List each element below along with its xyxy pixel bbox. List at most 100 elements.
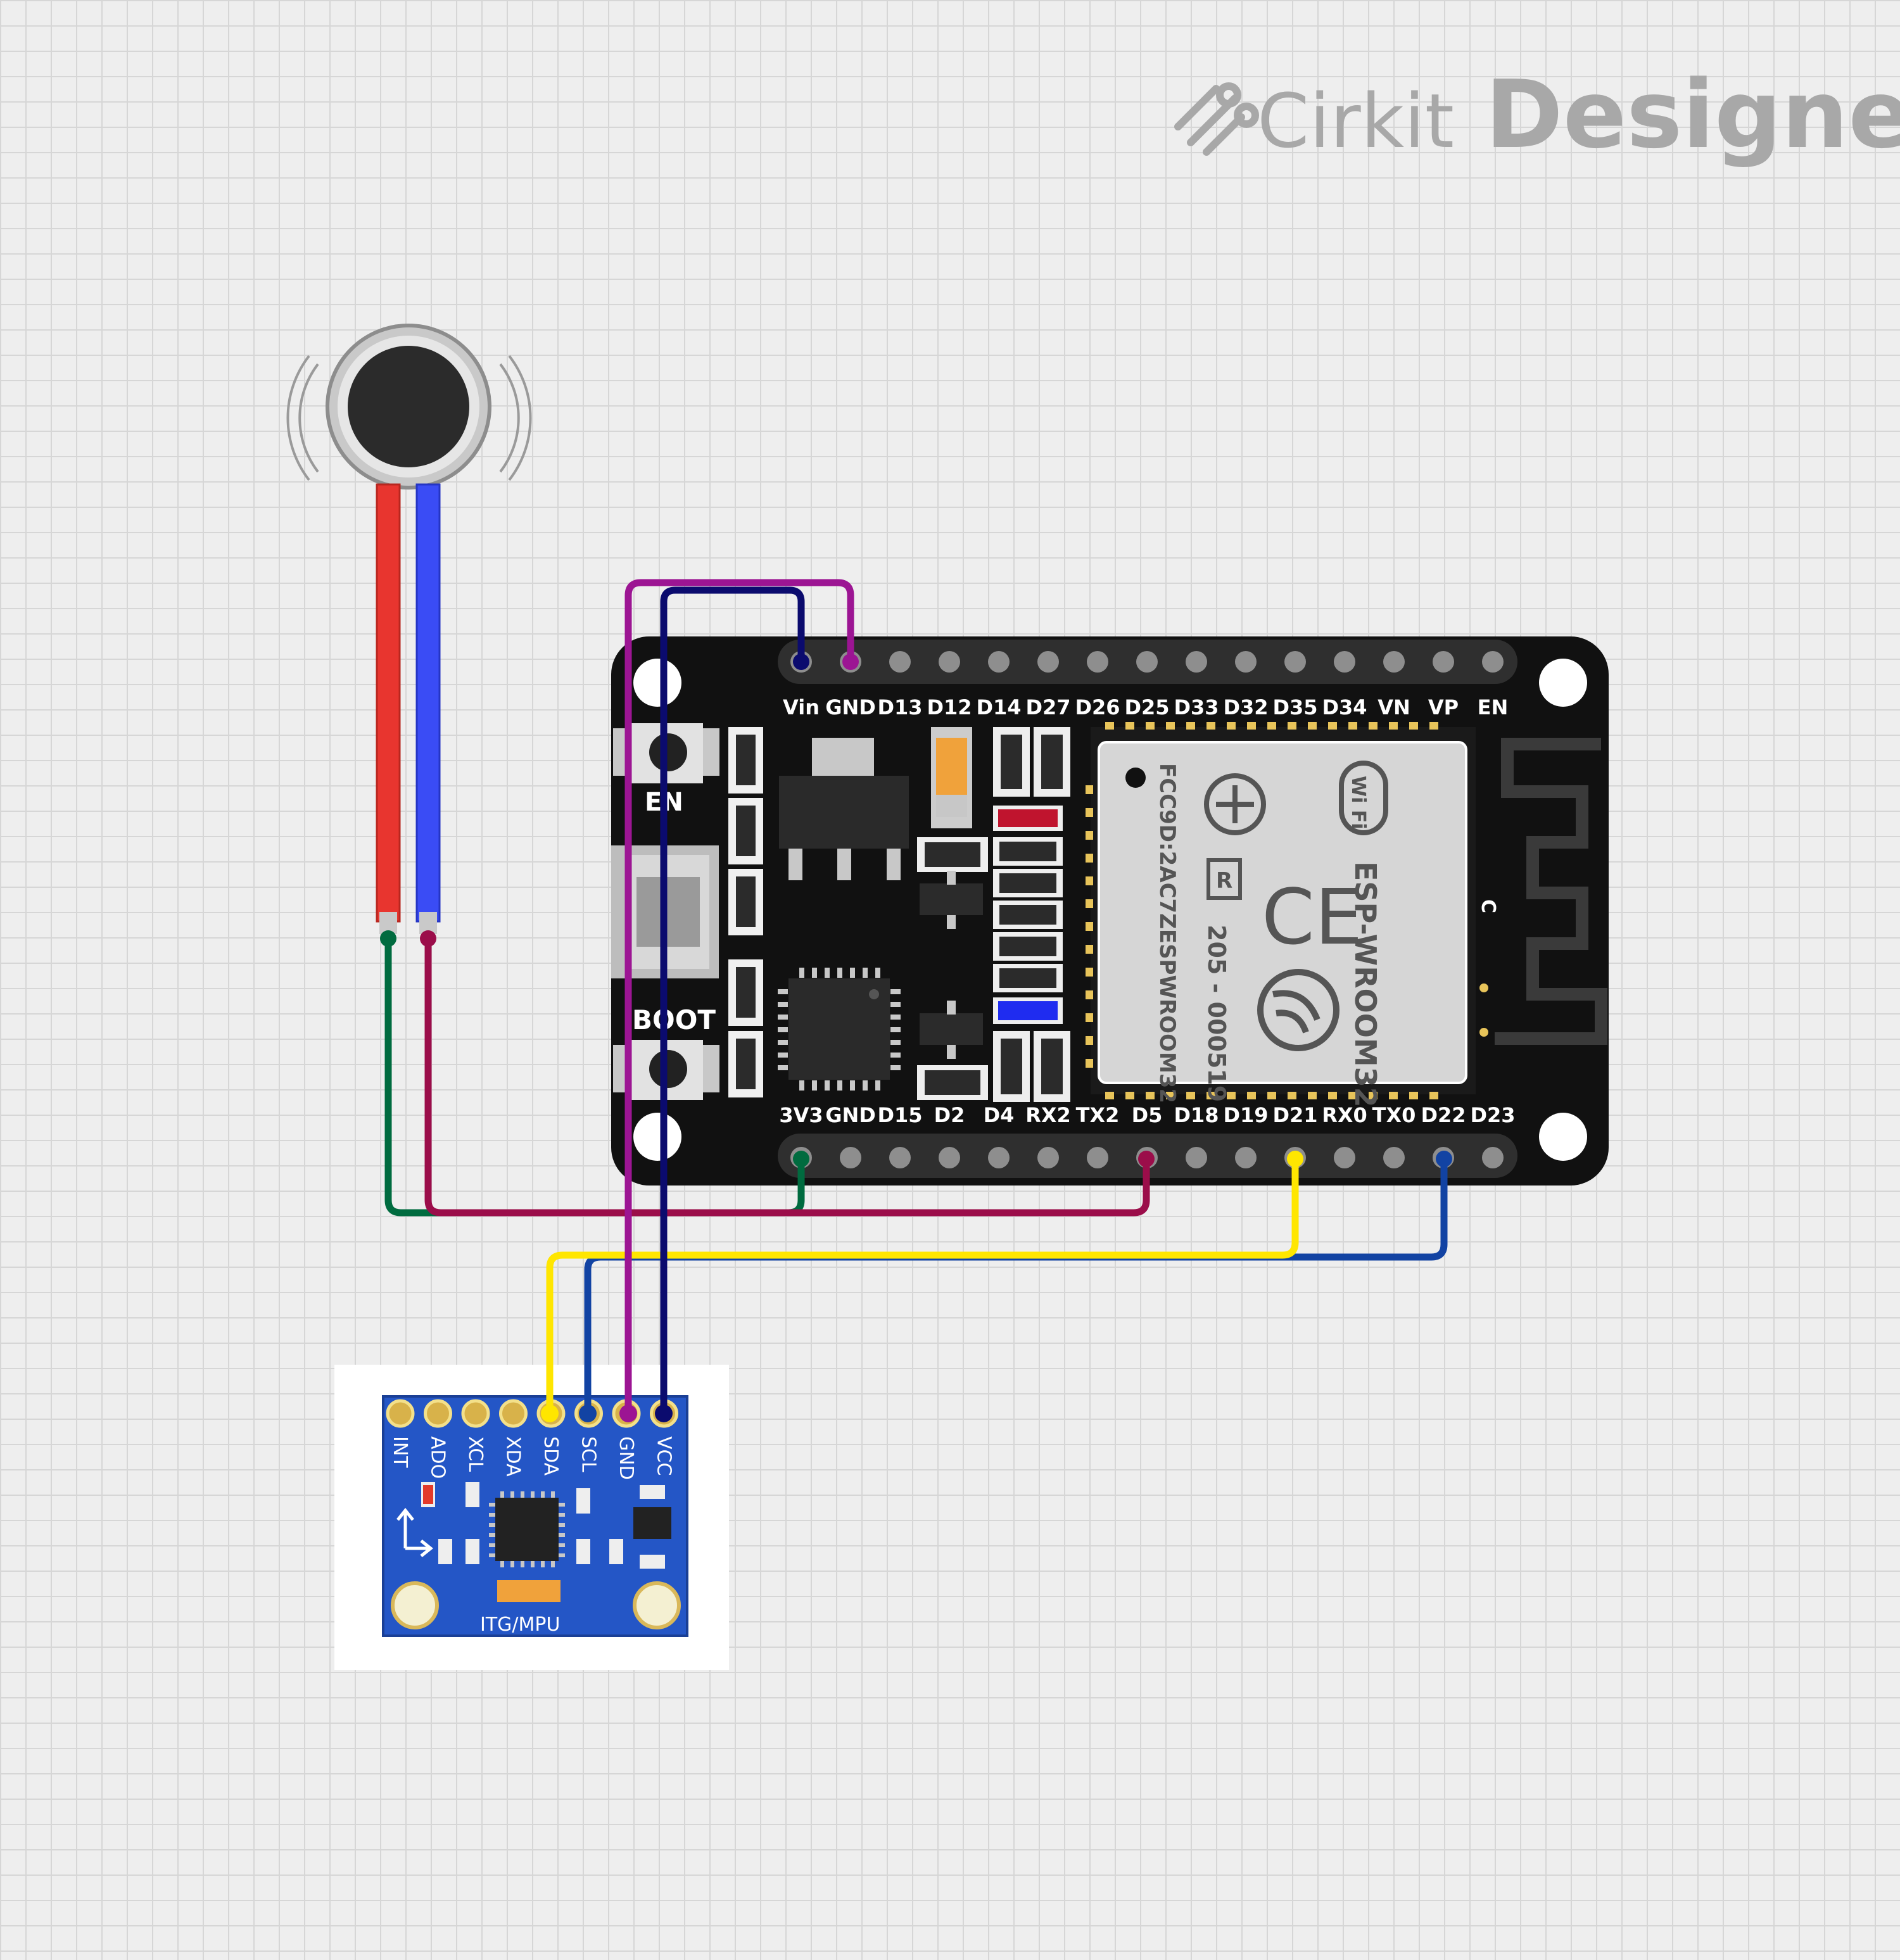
bottom-pin-d23[interactable] (1482, 1147, 1504, 1168)
antenna-mark: C (1477, 899, 1499, 913)
r-mark-icon: R (1206, 858, 1242, 900)
cirkit-logo: Cirkit Designer (1174, 60, 1900, 169)
top-pin-label: D14 (976, 695, 1021, 719)
wifi-logo-icon: Wi Fi (1339, 761, 1388, 835)
bottom-pin-gnd[interactable] (840, 1147, 861, 1168)
mpu-pin-ado[interactable] (424, 1399, 452, 1428)
mpu-pin-xda[interactable] (499, 1399, 528, 1428)
bottom-pin-d18[interactable] (1186, 1147, 1207, 1168)
wire-gnd-to-mpu-gnd[interactable] (624, 579, 854, 1416)
bottom-pin-label: D15 (877, 1103, 922, 1127)
top-pin-label: D13 (877, 695, 922, 719)
mpu-pin-labels: INT ADO XCL XDA SDA SCL GND VCC (389, 1436, 675, 1480)
top-pin-label: GND (825, 695, 876, 719)
motor-lead-blue (417, 484, 440, 921)
mpu-pin-xcl[interactable] (461, 1399, 490, 1428)
top-pin-label: EN (1478, 695, 1509, 719)
top-pin-d12[interactable] (939, 651, 960, 673)
mpu-board-label: ITG/MPU (480, 1614, 560, 1636)
top-pin-d14[interactable] (988, 651, 1010, 673)
top-pin-d35[interactable] (1284, 651, 1306, 673)
mpu-pin-label: XCL (464, 1436, 486, 1472)
mounting-hole (1539, 659, 1587, 707)
esp-wroom32-module: C ESP-WROOM32 FCC9D:2AC7ZESPWROOM32 205 … (1086, 722, 1607, 1108)
top-pin-label: D34 (1322, 695, 1367, 719)
espressif-logo-icon (1257, 969, 1340, 1051)
bottom-pin-label: TX2 (1076, 1103, 1120, 1127)
vibration-motor[interactable] (286, 324, 532, 934)
bottom-pin-label: GND (825, 1103, 876, 1127)
bottom-pin-label: RX2 (1025, 1103, 1071, 1127)
mpu-pin-label: GND (615, 1436, 637, 1480)
bottom-pin-d2[interactable] (939, 1147, 960, 1168)
top-pin-label: D26 (1075, 695, 1120, 719)
ce-mark-icon: CE (1262, 874, 1363, 962)
wire-d21-to-sda[interactable] (546, 1155, 1299, 1415)
mpu-pin-int[interactable] (386, 1399, 415, 1428)
r-mark-text: R (1216, 868, 1232, 894)
top-pin-vp[interactable] (1433, 651, 1454, 673)
bottom-pin-label: D21 (1272, 1103, 1317, 1127)
module-fcc: FCC9D:2AC7ZESPWROOM32 (1155, 763, 1180, 1103)
vibration-lines-icon (286, 355, 532, 481)
wire-motor-to-d5[interactable] (424, 935, 1150, 1217)
motor-lead-red (377, 484, 400, 921)
top-pin-vn[interactable] (1383, 651, 1405, 673)
bottom-pin-d15[interactable] (889, 1147, 911, 1168)
voltage-regulator (779, 738, 909, 880)
bottom-pin-tx0[interactable] (1383, 1147, 1405, 1168)
mpu-pin-label: SCL (578, 1436, 600, 1472)
mpu-pin-label: XDA (502, 1436, 524, 1477)
wire-vin-to-mpu-vcc[interactable] (660, 586, 805, 1416)
bottom-pin-d19[interactable] (1235, 1147, 1257, 1168)
bottom-pin-d4[interactable] (988, 1147, 1010, 1168)
top-pin-label: VP (1428, 695, 1459, 719)
wire-endpoints (380, 654, 1452, 1422)
top-pin-label: D27 (1025, 695, 1070, 719)
pcb-antenna (1495, 738, 1607, 1045)
top-pin-d33[interactable] (1186, 651, 1207, 673)
top-pin-d26[interactable] (1087, 651, 1108, 673)
ce-mark-text: CE (1262, 874, 1363, 962)
mpu-pin-label: VCC (653, 1436, 675, 1476)
top-pin-label: D12 (927, 695, 972, 719)
usb-uart-chip (778, 968, 901, 1091)
top-pin-d32[interactable] (1235, 651, 1257, 673)
boot-label: BOOT (632, 1004, 716, 1035)
mounting-hole (1539, 1113, 1587, 1161)
tantalum-capacitor (931, 727, 972, 828)
mpu-pin-label: ADO (427, 1436, 449, 1479)
logo-brand: Cirkit (1257, 77, 1454, 165)
bottom-pin-rx2[interactable] (1037, 1147, 1059, 1168)
bottom-pin-label: RX0 (1322, 1103, 1367, 1127)
top-pin-label: D33 (1174, 695, 1219, 719)
mpu-mounting-hole (633, 1581, 681, 1629)
module-cert: 205 - 000519 (1203, 925, 1231, 1102)
bottom-pin-label: TX0 (1372, 1103, 1416, 1127)
mpu-pin-label: INT (389, 1436, 411, 1468)
mpu-pin-label: SDA (540, 1436, 562, 1476)
smd-resistors-left (728, 727, 763, 1097)
bottom-pin-rx0[interactable] (1334, 1147, 1355, 1168)
wifi-logo-text: Wi Fi (1347, 776, 1369, 830)
bottom-pin-tx2[interactable] (1087, 1147, 1108, 1168)
mpu-mounting-hole (391, 1581, 439, 1629)
bottom-pin-label: D19 (1223, 1103, 1268, 1127)
wires (384, 579, 1448, 1416)
top-pin-en[interactable] (1482, 651, 1504, 673)
bottom-pin-label: D23 (1470, 1103, 1515, 1127)
top-pin-d34[interactable] (1334, 651, 1355, 673)
top-pin-label: D32 (1223, 695, 1268, 719)
top-pin-d27[interactable] (1037, 651, 1059, 673)
bottom-pin-label: D4 (984, 1103, 1015, 1127)
module-name: ESP-WROOM32 (1348, 861, 1383, 1108)
top-pin-d25[interactable] (1136, 651, 1158, 673)
mounting-hole (633, 1113, 681, 1161)
top-pin-d13[interactable] (889, 651, 911, 673)
fcc-logo-icon (1204, 773, 1266, 835)
bottom-pin-label: 3V3 (779, 1103, 823, 1127)
